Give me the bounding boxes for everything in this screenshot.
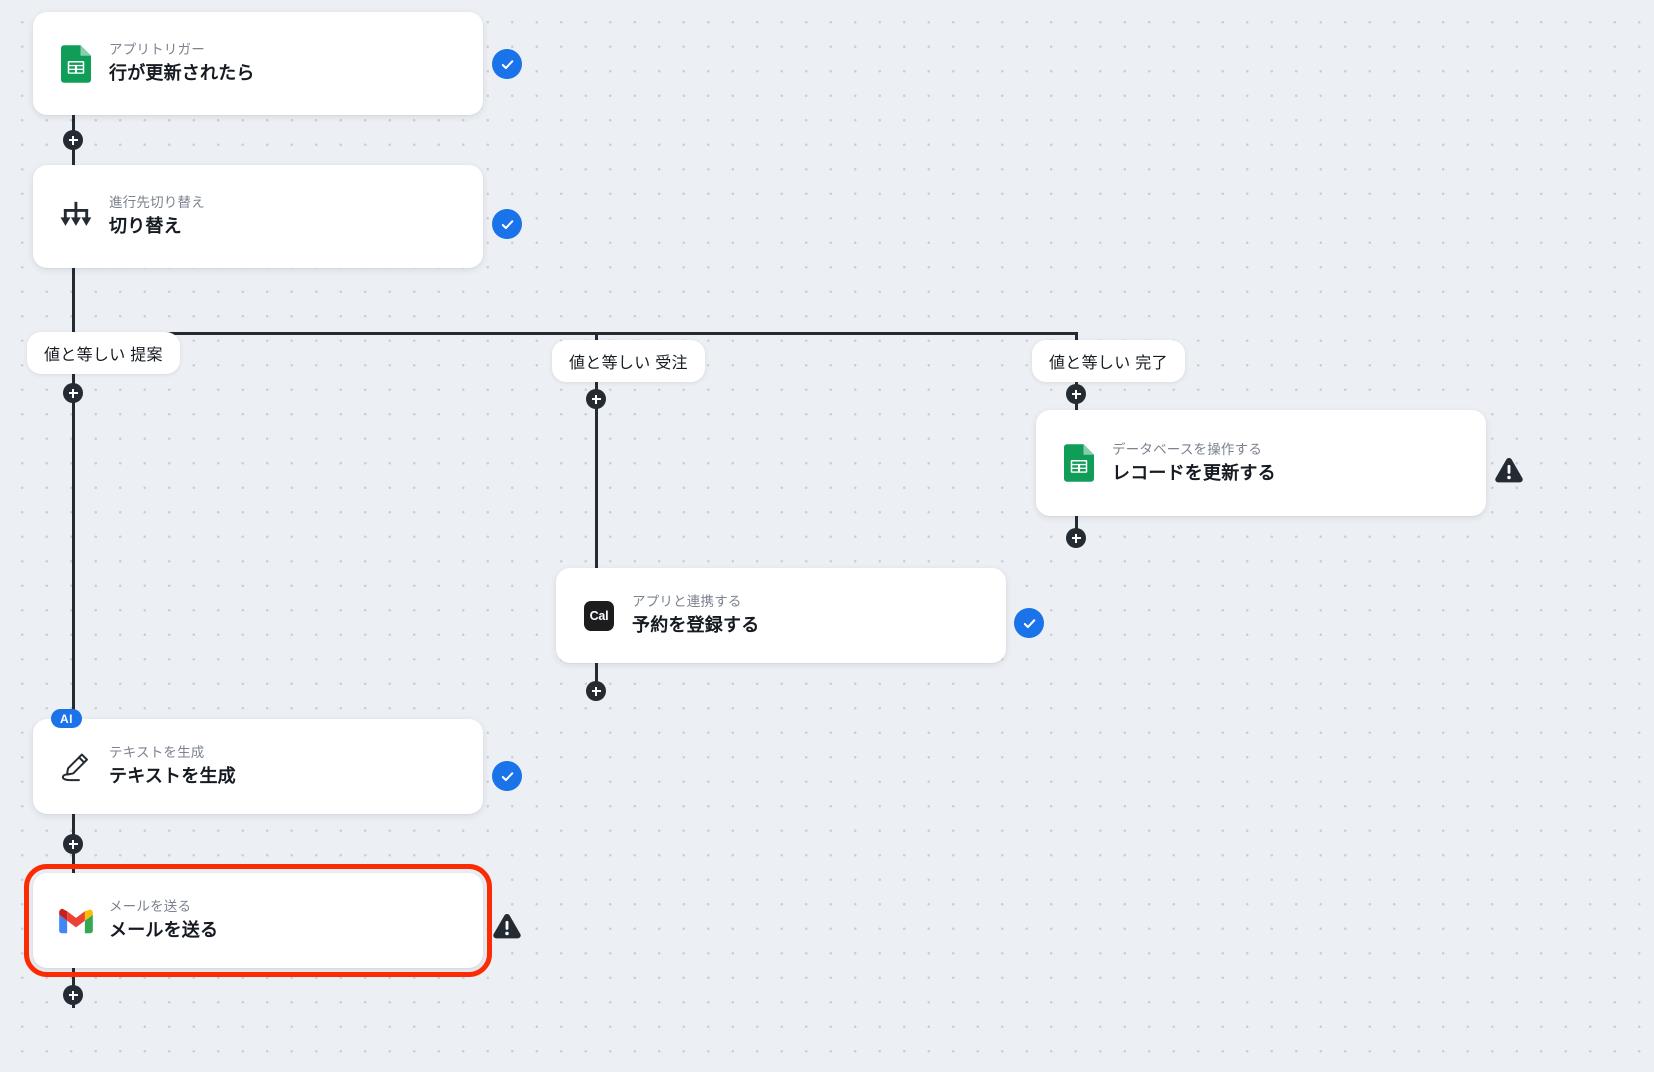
plus-connector-after-update-record[interactable]	[1066, 528, 1086, 548]
branch-label-proposal[interactable]: 値と等しい 提案	[27, 332, 180, 374]
warning-icon	[1495, 457, 1523, 483]
switch-branch-icon	[57, 198, 95, 236]
cal-logo-text: Cal	[584, 600, 614, 631]
node-title: 行が更新されたら	[109, 63, 255, 84]
plus-connector-after-trigger[interactable]	[63, 130, 83, 150]
status-badge-check-switch[interactable]	[492, 209, 522, 239]
node-title: レコードを更新する	[1112, 462, 1276, 483]
plus-connector-after-register-booking[interactable]	[586, 681, 606, 701]
warning-icon	[493, 914, 521, 939]
node-text-block: アプリと連携する 予約を登録する	[632, 594, 759, 636]
node-title: テキストを生成	[109, 766, 236, 787]
check-icon	[492, 49, 522, 79]
check-icon	[492, 209, 522, 239]
node-update-record[interactable]: データベースを操作する レコードを更新する	[1036, 410, 1486, 516]
ai-badge: AI	[51, 709, 82, 729]
branch-label-complete[interactable]: 値と等しい 完了	[1032, 340, 1185, 382]
node-subtitle: データベースを操作する	[1112, 441, 1263, 457]
node-send-mail[interactable]: メールを送る メールを送る	[24, 864, 492, 977]
connector-line-order-column	[595, 378, 598, 573]
node-text-block: データベースを操作する レコードを更新する	[1112, 442, 1276, 484]
node-subtitle: アプリトリガー	[109, 42, 205, 58]
connector-line-branch-horizontal	[72, 332, 1077, 335]
node-text-block: メールを送る メールを送る	[109, 899, 218, 941]
branch-label-order[interactable]: 値と等しい 受注	[552, 340, 705, 382]
node-title: 切り替え	[109, 216, 182, 237]
pencil-generate-icon	[57, 748, 95, 786]
status-badge-check-register-booking[interactable]	[1014, 608, 1044, 638]
status-badge-warning-send-mail[interactable]	[492, 911, 522, 941]
node-text-block: 進行先切り替え 切り替え	[109, 195, 205, 237]
plus-connector-after-generate-text[interactable]	[63, 834, 83, 854]
plus-connector-after-send-mail[interactable]	[63, 985, 83, 1005]
plus-connector-branch-order[interactable]	[586, 389, 606, 409]
plus-connector-branch-proposal[interactable]	[63, 383, 83, 403]
check-icon	[492, 761, 522, 791]
status-badge-warning-update-record[interactable]	[1494, 455, 1524, 485]
node-subtitle: アプリと連携する	[632, 594, 742, 610]
node-generate-text[interactable]: AI テキストを生成 テキストを生成	[33, 709, 483, 814]
node-subtitle: テキストを生成	[109, 745, 205, 761]
gmail-icon	[57, 902, 95, 940]
node-text-block: アプリトリガー 行が更新されたら	[109, 42, 255, 84]
google-sheets-icon	[57, 44, 95, 83]
status-badge-check-generate-text[interactable]	[492, 761, 522, 791]
plus-connector-branch-complete[interactable]	[1066, 384, 1086, 404]
connector-line-switch-down	[72, 267, 75, 334]
node-app-trigger[interactable]: アプリトリガー 行が更新されたら	[33, 12, 483, 115]
node-subtitle: 進行先切り替え	[109, 195, 205, 211]
google-sheets-icon	[1060, 444, 1098, 482]
connector-line-proposal-column	[72, 370, 75, 885]
node-title: 予約を登録する	[632, 615, 760, 636]
node-switch[interactable]: 進行先切り替え 切り替え	[33, 165, 483, 268]
check-icon	[1014, 608, 1044, 638]
status-badge-check-trigger[interactable]	[492, 49, 522, 79]
connector-line-order-after-card	[595, 663, 598, 698]
node-register-booking[interactable]: Cal アプリと連携する 予約を登録する	[556, 568, 1006, 663]
node-text-block: テキストを生成 テキストを生成	[109, 745, 236, 787]
node-subtitle: メールを送る	[109, 899, 192, 915]
cal-icon: Cal	[580, 597, 618, 635]
node-title: メールを送る	[109, 920, 219, 941]
